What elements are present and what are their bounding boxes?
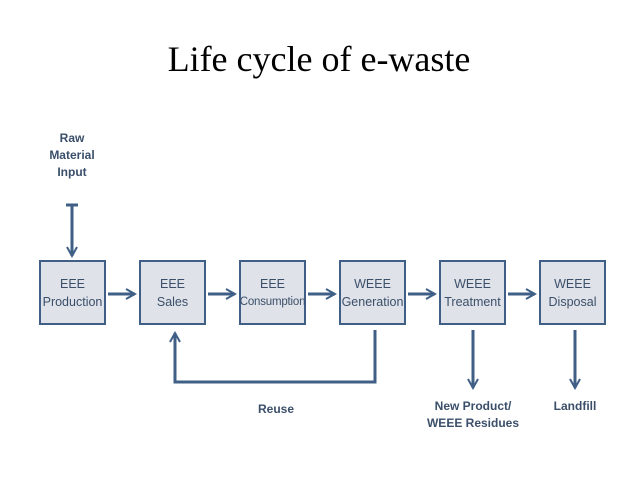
reuse-label: Reuse (257, 402, 295, 416)
treatment-output-label: New Product/ WEEE Residues (426, 399, 520, 430)
box-weee-disposal: WEEE Disposal (539, 260, 606, 325)
reuse-loop-arrow (175, 330, 377, 384)
box-weee-treatment: WEEE Treatment (439, 260, 506, 325)
landfill-label: Landfill (553, 399, 597, 413)
box-eee-consumption: EEE Consumption (239, 260, 306, 325)
box-eee-production: EEE Production (39, 260, 106, 325)
slide-title: Life cycle of e-waste (167, 39, 471, 79)
box-eee-sales: EEE Sales (139, 260, 206, 325)
box-weee-generation: WEEE Generation (339, 260, 406, 325)
raw-material-input-label: Raw Material Input (49, 131, 95, 179)
